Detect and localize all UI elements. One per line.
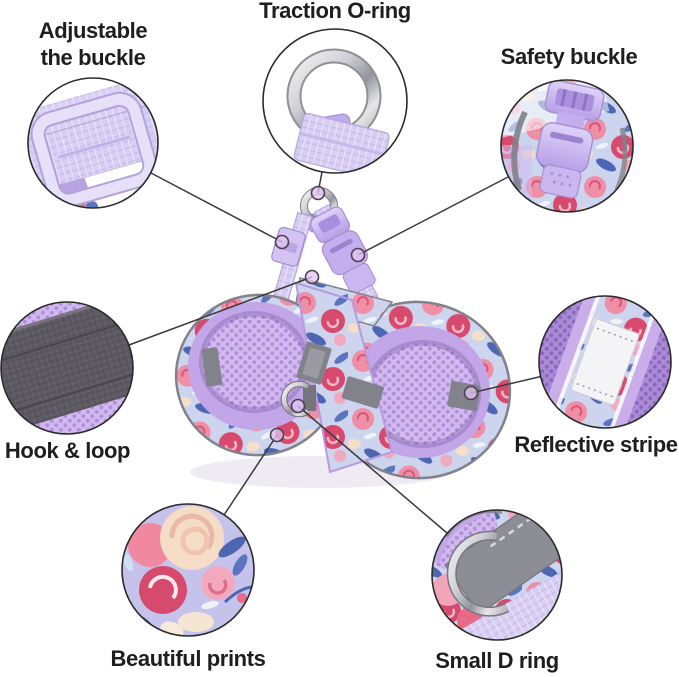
- harness-d-ring: [280, 380, 316, 418]
- callout-photo-adjustable-buckle: [28, 78, 158, 208]
- harness-body: [174, 277, 512, 480]
- callout-circle-prints: [121, 503, 255, 637]
- connector-line-safety: [357, 176, 509, 256]
- connector-line-dring: [297, 405, 448, 534]
- label-traction-o-ring: Traction O-ring: [259, 0, 411, 23]
- anchor-dot-dring: [290, 398, 306, 414]
- callout-photo-safety-buckle: [501, 80, 633, 212]
- callout-circle-reflective: [538, 295, 672, 429]
- connector-line-prints: [223, 434, 278, 516]
- label-beautiful-prints: Beautiful prints: [110, 646, 266, 671]
- callout-circle-hookloop: [0, 301, 134, 435]
- connector-lines: [128, 171, 544, 534]
- harness-reflective-strips: [201, 341, 481, 412]
- label-adjustable-line2: the buckle: [40, 45, 146, 70]
- connector-line-reflective: [470, 375, 544, 394]
- callout-circle-adjustable: [27, 77, 159, 209]
- connector-line-adjustable: [150, 172, 283, 243]
- label-adjustable-buckle: Adjustable the buckle: [8, 17, 178, 71]
- anchor-dot-safety: [350, 247, 366, 263]
- callout-circle-outlines: [0, 28, 672, 641]
- callout-circle-safety: [500, 79, 634, 213]
- label-reflective-stripe: Reflective stripe: [514, 432, 678, 457]
- anchor-dot-adjustable: [274, 234, 290, 250]
- label-safety-buckle: Safety buckle: [500, 44, 638, 69]
- connector-line-hookloop: [128, 276, 313, 346]
- anchor-dot-traction: [310, 185, 326, 201]
- anchor-dot-reflective: [463, 385, 479, 401]
- callout-photo-traction-oring: [263, 29, 407, 173]
- harness-photo: [174, 187, 512, 488]
- label-hook-loop: Hook & loop: [4, 438, 131, 463]
- d-ring-metal: [446, 530, 510, 617]
- harness-chest-strap: [294, 281, 394, 474]
- label-adjustable-line1: Adjustable: [38, 18, 148, 43]
- reflective-stripe-patch: [570, 318, 640, 406]
- callout-circle-traction: [262, 28, 408, 174]
- label-small-d-ring: Small D ring: [435, 648, 559, 673]
- callout-photo-beautiful-prints: [122, 504, 254, 636]
- anchor-dot-hookloop: [304, 269, 320, 285]
- anchor-dots: [269, 185, 479, 443]
- anchor-dot-prints: [269, 427, 285, 443]
- callout-circle-dring: [431, 509, 563, 641]
